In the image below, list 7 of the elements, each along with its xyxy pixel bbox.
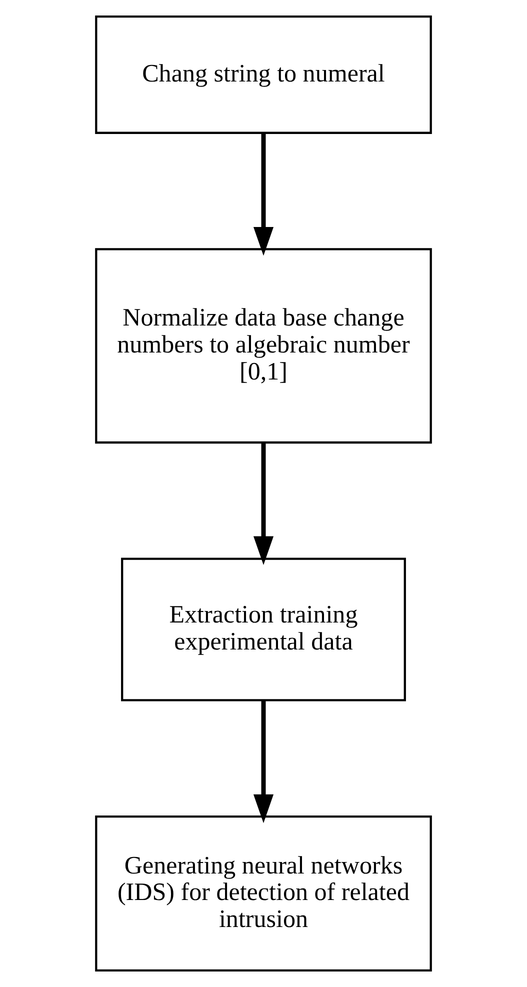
arrow — [253, 700, 274, 824]
arrow — [253, 133, 274, 256]
arrow — [253, 443, 274, 565]
node-box: Chang string to numeral — [95, 15, 432, 134]
node-box: Generating neural networks (IDS) for detection of related intrusion — [95, 815, 432, 972]
node-box: Normalize data base change numbers to algebraic number [0,1] — [95, 248, 432, 444]
node-box: Extraction training experimental data — [121, 558, 406, 702]
